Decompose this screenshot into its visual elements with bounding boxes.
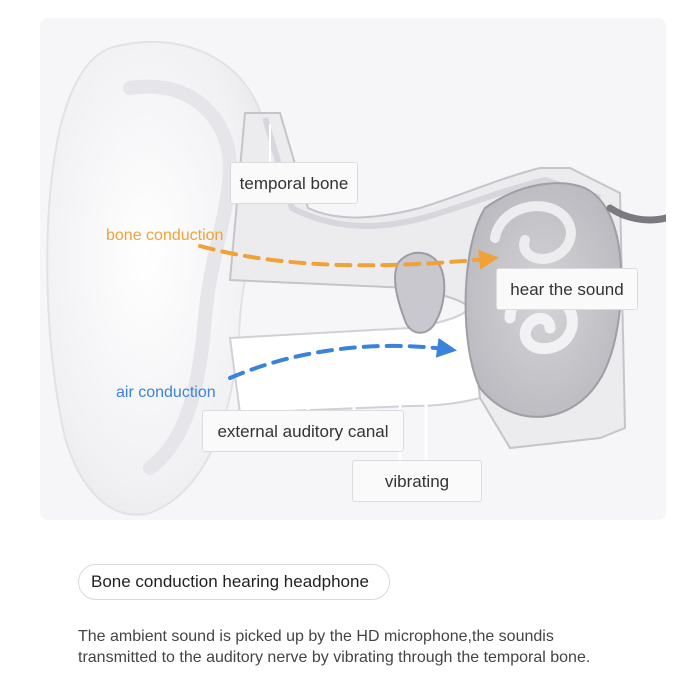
bone-layer [262,117,601,229]
diagram-panel: temporal bone bone conduction hear the s… [40,18,666,520]
external-auditory-canal-label: external auditory canal [202,410,404,452]
headphone-cable [606,204,666,224]
ear-anatomy-illustration [46,40,666,516]
vibrating-label: vibrating [352,460,482,502]
ossicles [394,251,446,334]
bone-conduction-label: bone conduction [106,227,224,244]
hear-the-sound-label: hear the sound [496,268,638,310]
caption-description: The ambient sound is picked up by the HD… [78,628,591,666]
caption-title: Bone conduction hearing headphone [78,564,390,600]
air-conduction-label: air conduction [116,384,216,401]
bone-conduction-path [198,244,499,270]
ear-fold [123,79,238,475]
air-conduction-path [228,337,457,380]
semicircular-canals [490,201,576,264]
temporal-bone-label: temporal bone [230,162,358,204]
